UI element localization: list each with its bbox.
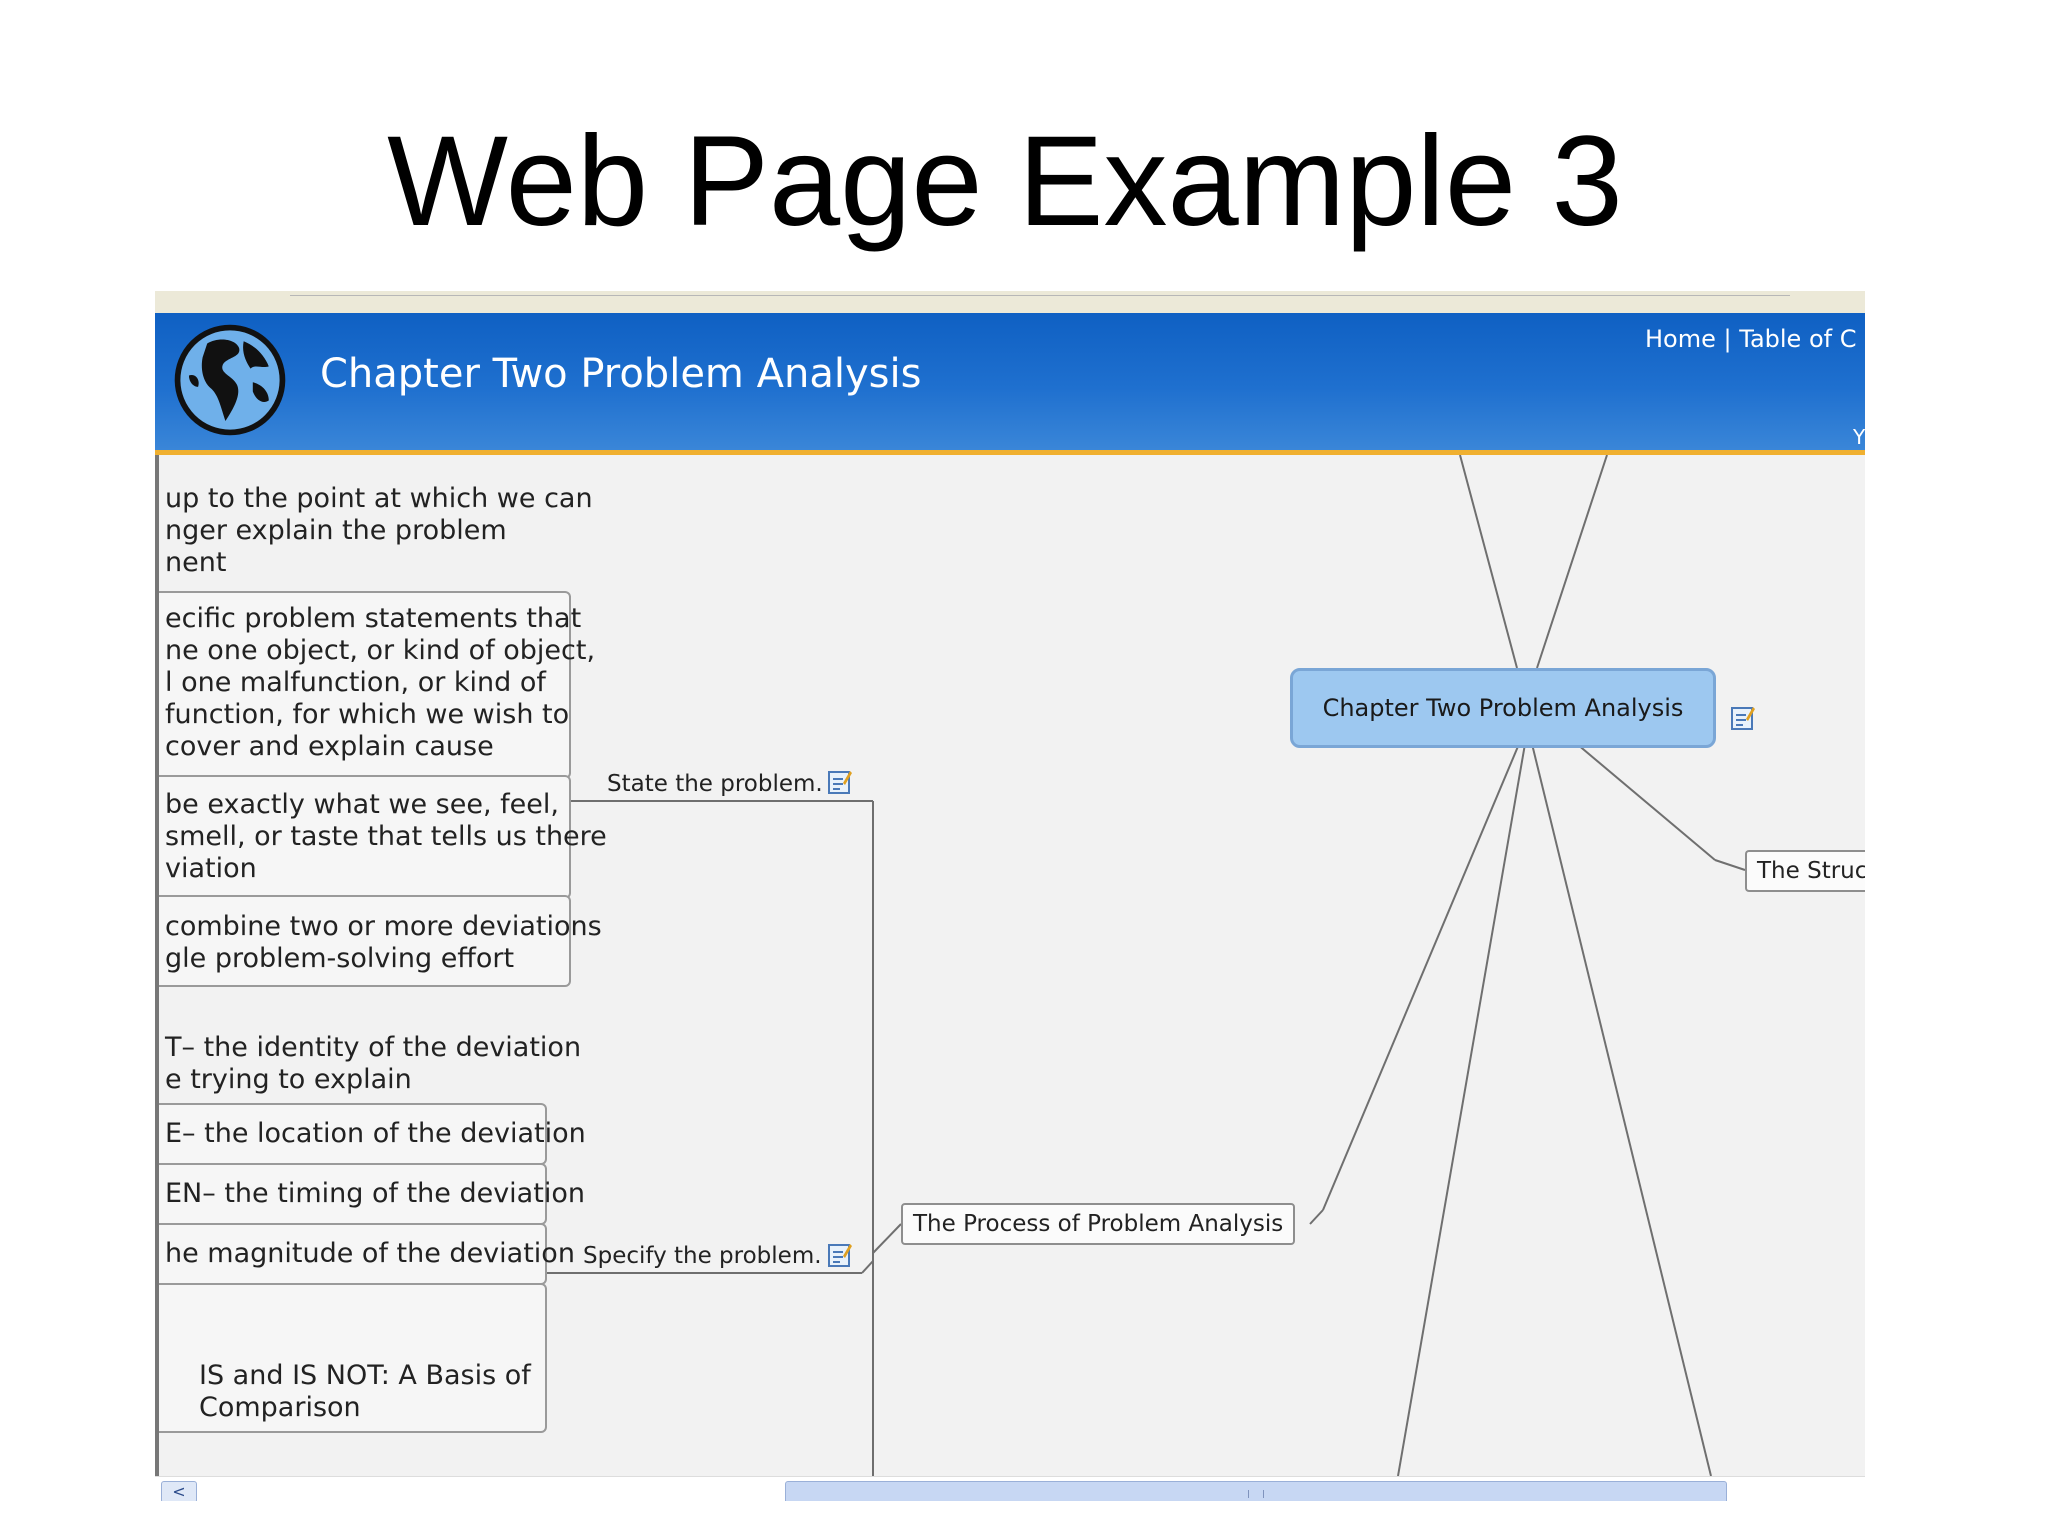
banner-title: Chapter Two Problem Analysis bbox=[320, 351, 922, 397]
node-structure[interactable]: The Struct bbox=[1745, 850, 1865, 892]
banner-edge-text: Y bbox=[1853, 425, 1865, 449]
left-text-1-line: nent bbox=[165, 547, 227, 578]
left-text-9-line: Comparison bbox=[199, 1392, 361, 1423]
left-text-3: be exactly what we see, feel, smell, or … bbox=[165, 789, 607, 885]
left-text-5-line: e trying to explain bbox=[165, 1064, 412, 1095]
left-text-4-line: combine two or more deviations bbox=[165, 911, 602, 942]
left-text-1-line: up to the point at which we can bbox=[165, 483, 593, 514]
left-text-4-line: gle problem-solving effort bbox=[165, 943, 515, 974]
left-text-2-line: ne one object, or kind of object, bbox=[165, 635, 596, 666]
note-box-is-is-not[interactable] bbox=[159, 1283, 547, 1433]
note-box-combine[interactable] bbox=[159, 895, 571, 987]
left-text-1: up to the point at which we can nger exp… bbox=[165, 483, 593, 579]
browser-screenshot: Chapter Two Problem Analysis Home | Tabl… bbox=[155, 291, 1865, 1501]
address-field[interactable] bbox=[290, 291, 1790, 296]
branch-specify-the-problem[interactable]: Specify the problem. bbox=[583, 1243, 822, 1269]
note-icon[interactable] bbox=[827, 769, 853, 795]
left-text-3-line: be exactly what we see, feel, bbox=[165, 789, 559, 820]
left-text-2-line: l one malfunction, or kind of bbox=[165, 667, 546, 698]
note-icon[interactable] bbox=[1730, 705, 1756, 731]
mindmap-connectors bbox=[547, 455, 1746, 1476]
nav-home-link[interactable]: Home bbox=[1645, 325, 1716, 353]
left-text-2: ecific problem statements that ne one ob… bbox=[165, 603, 595, 763]
left-text-5: T– the identity of the deviation e tryin… bbox=[165, 1032, 581, 1096]
left-text-1-line: nger explain the problem bbox=[165, 515, 507, 546]
nav-separator: | bbox=[1723, 325, 1732, 353]
slide-title: Web Page Example 3 bbox=[387, 110, 1623, 253]
horizontal-scrollbar[interactable]: < bbox=[155, 1476, 1865, 1501]
root-node[interactable]: Chapter Two Problem Analysis bbox=[1290, 668, 1716, 748]
left-text-5-line: T– the identity of the deviation bbox=[165, 1032, 582, 1063]
left-text-2-line: function, for which we wish to bbox=[165, 699, 570, 730]
browser-toolbar-strip bbox=[155, 291, 1865, 313]
left-text-7: EN– the timing of the deviation bbox=[165, 1178, 585, 1209]
left-text-9-line: IS and IS NOT: A Basis of bbox=[199, 1360, 531, 1391]
scroll-thumb[interactable] bbox=[785, 1481, 1727, 1501]
left-text-2-line: cover and explain cause bbox=[165, 731, 494, 762]
left-text-3-line: viation bbox=[165, 853, 257, 884]
mindmap-canvas[interactable]: up to the point at which we can nger exp… bbox=[155, 455, 1865, 1476]
note-icon[interactable] bbox=[827, 1242, 853, 1268]
left-text-2-line: ecific problem statements that bbox=[165, 603, 582, 634]
top-nav: Home | Table of C bbox=[1645, 325, 1856, 353]
globe-icon bbox=[174, 324, 286, 436]
branch-state-the-problem[interactable]: State the problem. bbox=[607, 771, 823, 797]
note-box-where[interactable] bbox=[159, 1103, 547, 1165]
nav-table-of-contents-link[interactable]: Table of C bbox=[1739, 325, 1857, 353]
left-text-8: he magnitude of the deviation bbox=[165, 1238, 575, 1269]
note-box-problem-statement[interactable] bbox=[159, 591, 571, 779]
scroll-left-arrow[interactable]: < bbox=[161, 1481, 197, 1501]
left-text-3-line: smell, or taste that tells us there bbox=[165, 821, 607, 852]
left-text-4: combine two or more deviations gle probl… bbox=[165, 911, 602, 975]
page-banner: Chapter Two Problem Analysis Home | Tabl… bbox=[155, 313, 1865, 455]
scroll-grip-icon bbox=[1248, 1490, 1264, 1498]
left-text-6: E– the location of the deviation bbox=[165, 1118, 586, 1149]
node-process-of-problem-analysis[interactable]: The Process of Problem Analysis bbox=[901, 1203, 1296, 1245]
left-text-9: IS and IS NOT: A Basis of Comparison bbox=[199, 1360, 531, 1424]
